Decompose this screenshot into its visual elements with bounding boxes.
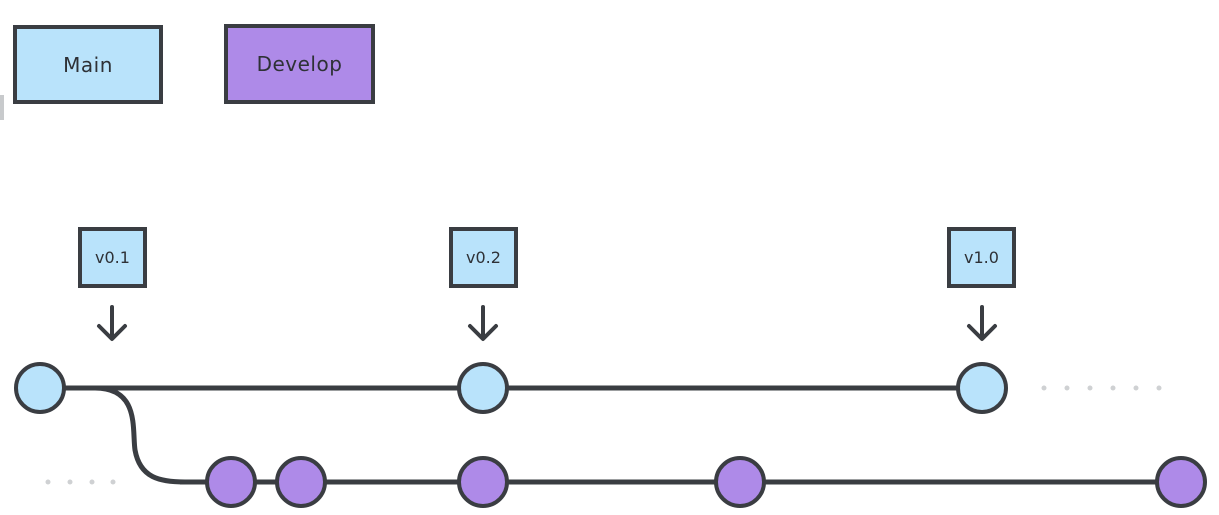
legend-main-branch: Main [13,25,163,104]
tag-arrow-v0-1 [97,305,127,341]
main-commit-node [956,362,1008,414]
legend-develop-label: Develop [256,52,343,76]
tag-v0-1: v0.1 [78,227,147,288]
left-edge-divider [0,95,4,120]
develop-commit-node [457,456,509,508]
tag-label: v0.2 [466,248,501,267]
legend-main-label: Main [63,52,113,77]
tag-label: v0.1 [95,248,130,267]
main-commit-node [14,362,66,414]
develop-commit-node [205,456,257,508]
main-commit-node [457,362,509,414]
develop-history-dots [45,479,116,485]
tag-v1-0: v1.0 [947,227,1016,288]
tag-arrow-v0-2 [468,305,498,341]
tag-v0-2: v0.2 [449,227,518,288]
develop-commit-node [275,456,327,508]
tag-label: v1.0 [964,248,999,267]
main-continuation-dots [1041,385,1162,391]
tag-arrow-v1-0 [967,305,997,341]
legend-develop-branch: Develop [224,24,375,104]
develop-commit-node [714,456,766,508]
develop-commit-node [1155,456,1207,508]
develop-branch-off-curve [40,385,186,485]
